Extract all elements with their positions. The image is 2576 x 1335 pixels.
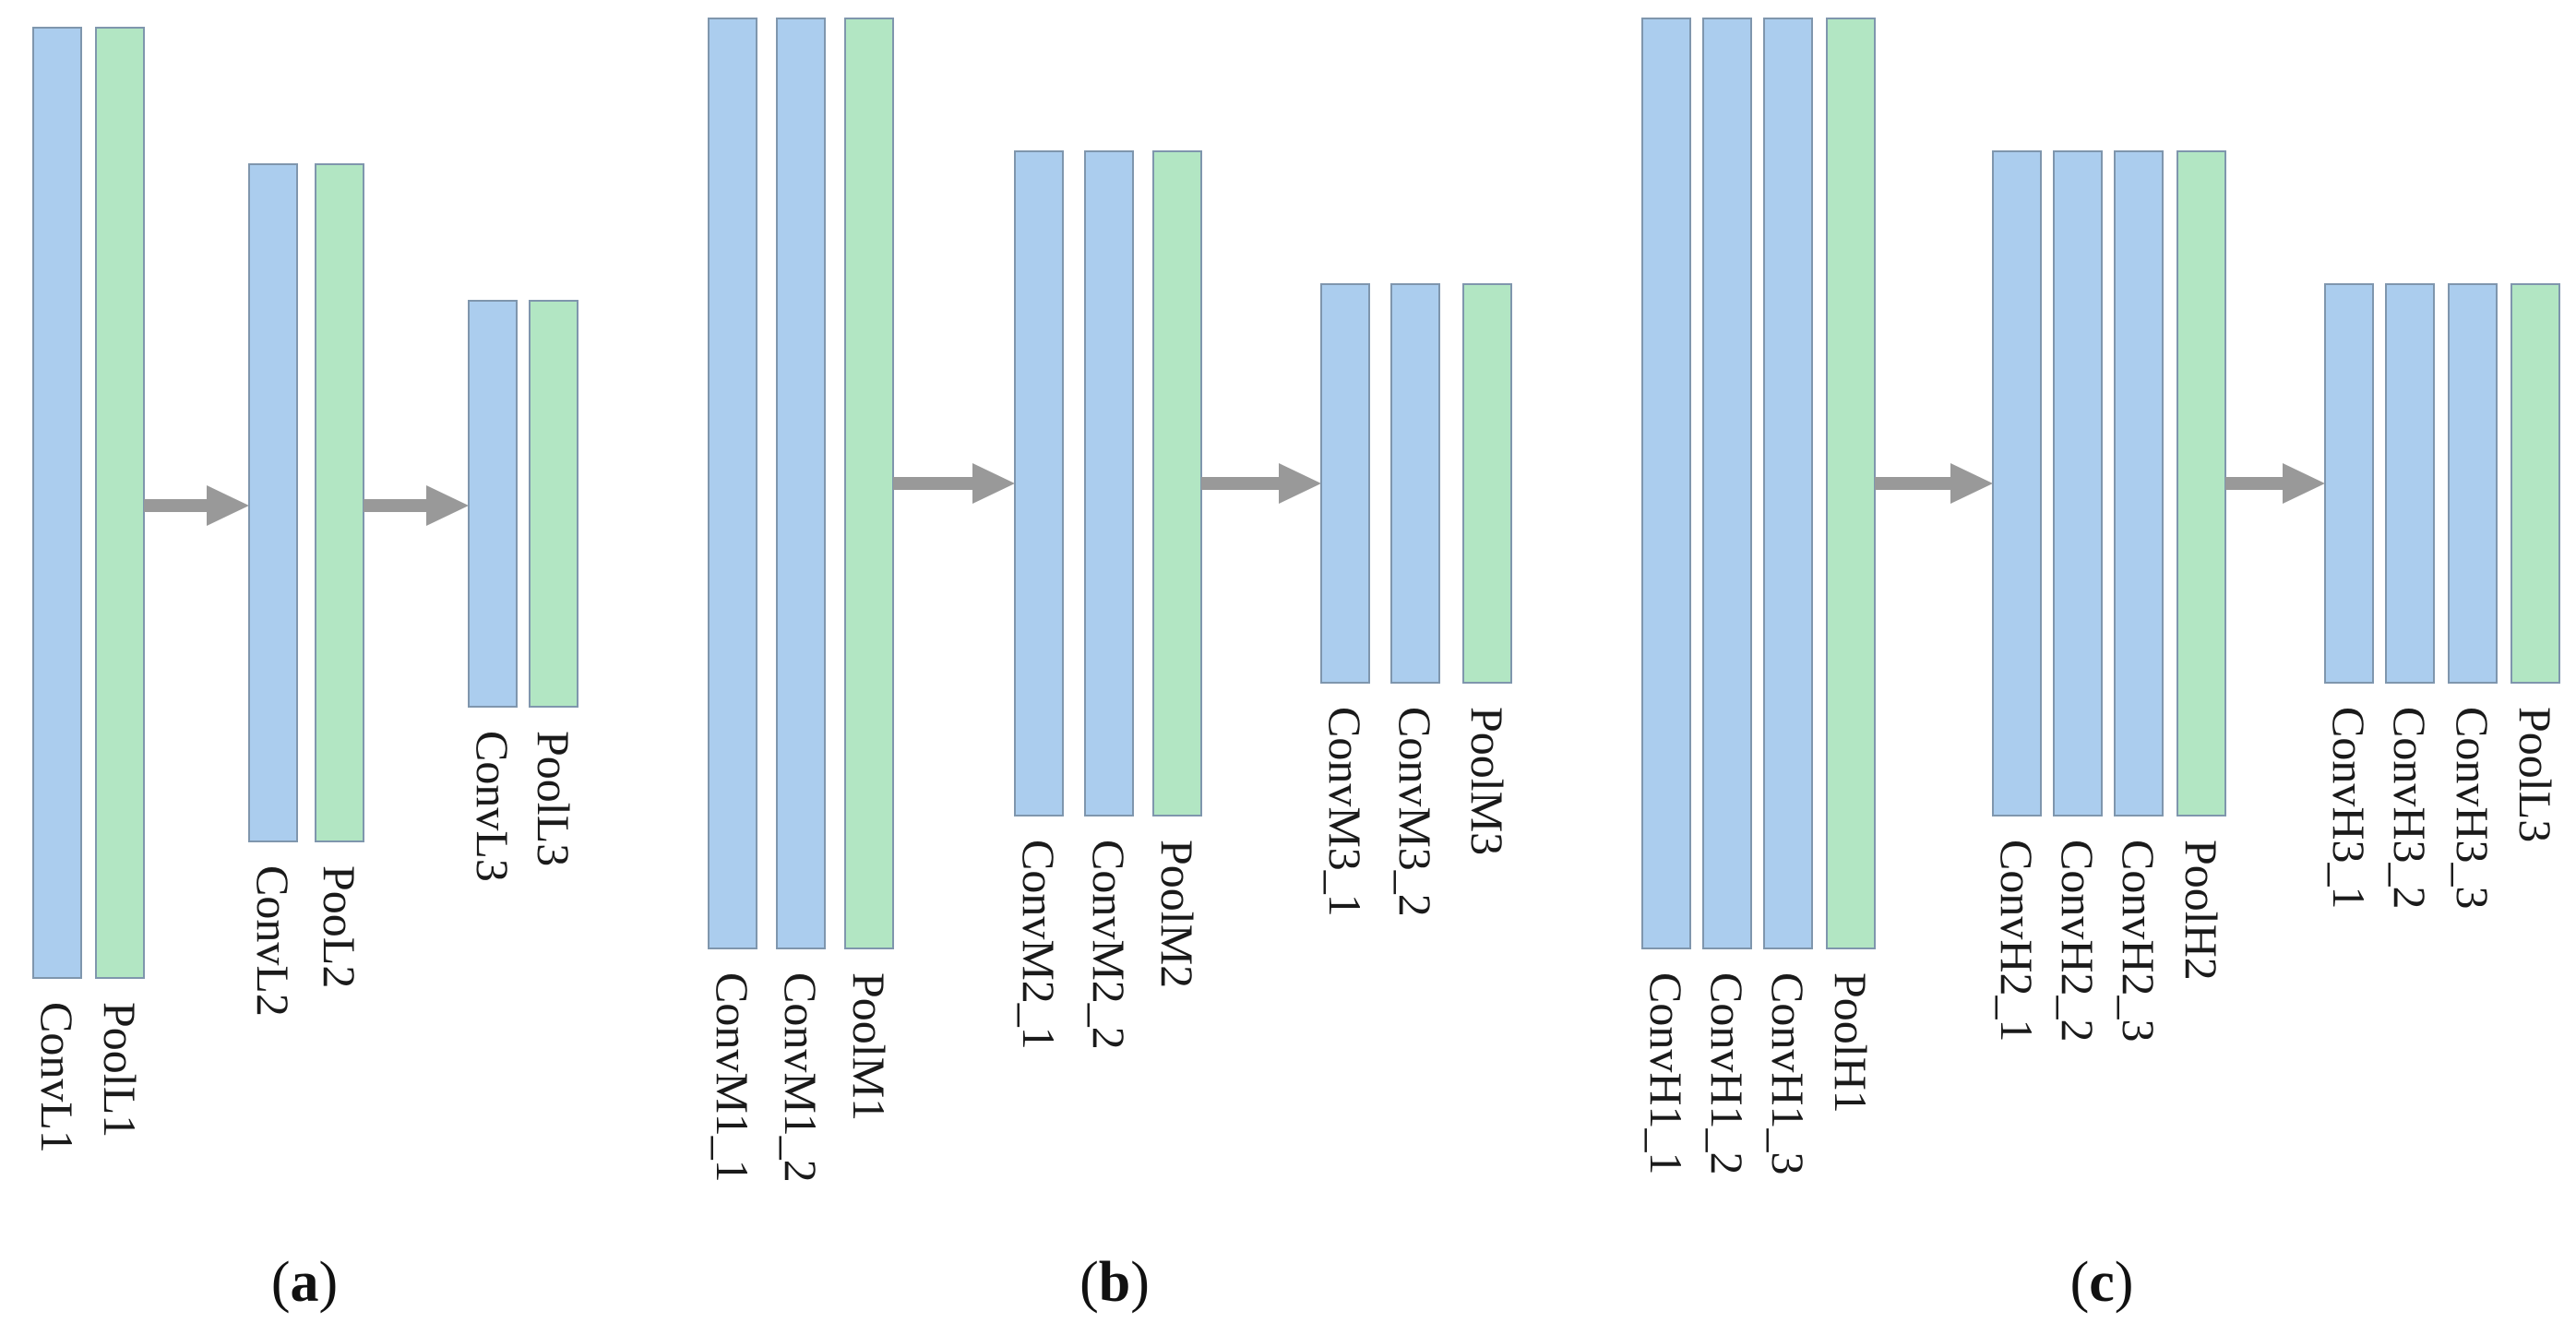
stage-2: ConvL2 PooL2 [247,163,365,1017]
layer-label: ConvM3_2 [1389,707,1441,917]
conv-layer-bar-convh3_2 [2385,283,2435,684]
layer-label: PoolM1 [843,972,895,1121]
panel-caption-a: (a) [271,1251,338,1314]
stage-3: ConvM3_1 ConvM3_2 PoolM3 [1319,283,1513,917]
flow-arrow-1 [144,485,249,526]
flow-arrow-2 [2225,463,2325,504]
conv-layer-bar-convm2_2 [1084,150,1134,816]
panel-caption-c: (c) [2070,1251,2134,1314]
stage-1: ConvM1_1 ConvM1_2 PoolM1 [707,18,895,1183]
pool-layer-bar-pool2 [315,163,364,842]
layer-label: ConvM1_1 [707,972,758,1183]
conv-layer-bar-convh2_3 [2114,150,2164,816]
pool-layer-bar-pooll1 [95,27,145,979]
flow-arrow-2 [1201,463,1321,504]
layer-label: ConvH2_3 [2113,840,2165,1042]
caption-open-paren: ( [271,1251,291,1314]
layer-label: PoolL3 [2510,707,2561,842]
conv-layer-bar-convh2_2 [2053,150,2103,816]
conv-layer-bar-convm1_2 [776,18,826,949]
layer-label: ConvM2_1 [1013,840,1065,1050]
conv-layer-bar-convh1_1 [1641,18,1691,949]
layer-label: PooL2 [314,865,365,988]
layer-label: ConvL3 [467,731,519,882]
conv-layer-bar-convm2_1 [1014,150,1064,816]
layer-label: PoolL1 [94,1002,146,1138]
caption-close-paren: ) [2115,1251,2134,1314]
pool-layer-bar-pooll3 [2510,283,2560,684]
caption-close-paren: ) [1130,1251,1150,1314]
layer-label: ConvH2_2 [2052,840,2104,1042]
conv-layer-bar-convh1_2 [1702,18,1752,949]
conv-layer-bar-convm3_1 [1320,283,1370,684]
stage-2: ConvM2_1 ConvM2_2 PoolM2 [1013,150,1203,1050]
layer-label: ConvH1_1 [1640,972,1692,1174]
panel-caption-b: (b) [1079,1251,1150,1314]
pool-layer-bar-poolm2 [1152,150,1202,816]
caption-open-paren: ( [2070,1251,2090,1314]
conv-layer-bar-convh2_1 [1992,150,2042,816]
layer-label: ConvM2_2 [1083,840,1135,1050]
pool-layer-bar-poolm3 [1462,283,1512,684]
layer-label: ConvL2 [247,865,299,1017]
conv-layer-bar-convh3_3 [2448,283,2498,684]
conv-layer-bar-convh1_3 [1763,18,1813,949]
conv-layer-bar-convl2 [248,163,298,842]
layer-label: ConvH1_2 [1701,972,1753,1174]
layer-label: ConvL1 [31,1002,83,1153]
caption-open-paren: ( [1079,1251,1099,1314]
layer-label: ConvM1_2 [775,972,827,1183]
pool-layer-bar-pooll3 [529,300,578,708]
pool-layer-bar-poolm1 [844,18,894,949]
layer-label: PoolH1 [1825,972,1877,1114]
layer-label: ConvH3_3 [2447,707,2498,909]
layer-label: PoolM2 [1151,840,1203,988]
caption-close-paren: ) [319,1251,339,1314]
flow-arrow-1 [1875,463,1993,504]
pool-layer-bar-poolh2 [2176,150,2226,816]
layer-label: ConvH3_1 [2323,707,2375,909]
layer-label: ConvH3_2 [2384,707,2436,909]
conv-layer-bar-convl1 [32,27,82,979]
conv-layer-bar-convm1_1 [708,18,757,949]
layer-label: ConvM3_1 [1319,707,1371,917]
caption-letter: c [2089,1251,2115,1314]
layer-label: PoolL3 [528,731,579,866]
layer-label: PoolH2 [2176,840,2227,981]
layer-label: ConvH2_1 [1991,840,2043,1042]
panel-b: ConvM1_1 ConvM1_2 PoolM1 ConvM2_1 ConvM2_2 Po… [707,18,1513,1314]
pool-layer-bar-poolh1 [1826,18,1876,949]
conv-layer-bar-convl3 [468,300,518,708]
conv-layer-bar-convm3_2 [1390,283,1440,684]
caption-letter: b [1099,1251,1130,1314]
layer-label: PoolM3 [1461,707,1513,855]
flow-arrow-2 [364,485,469,526]
conv-layer-bar-convh3_1 [2324,283,2374,684]
flow-arrow-1 [893,463,1015,504]
caption-letter: a [291,1251,319,1314]
layer-label: ConvH1_3 [1762,972,1814,1174]
